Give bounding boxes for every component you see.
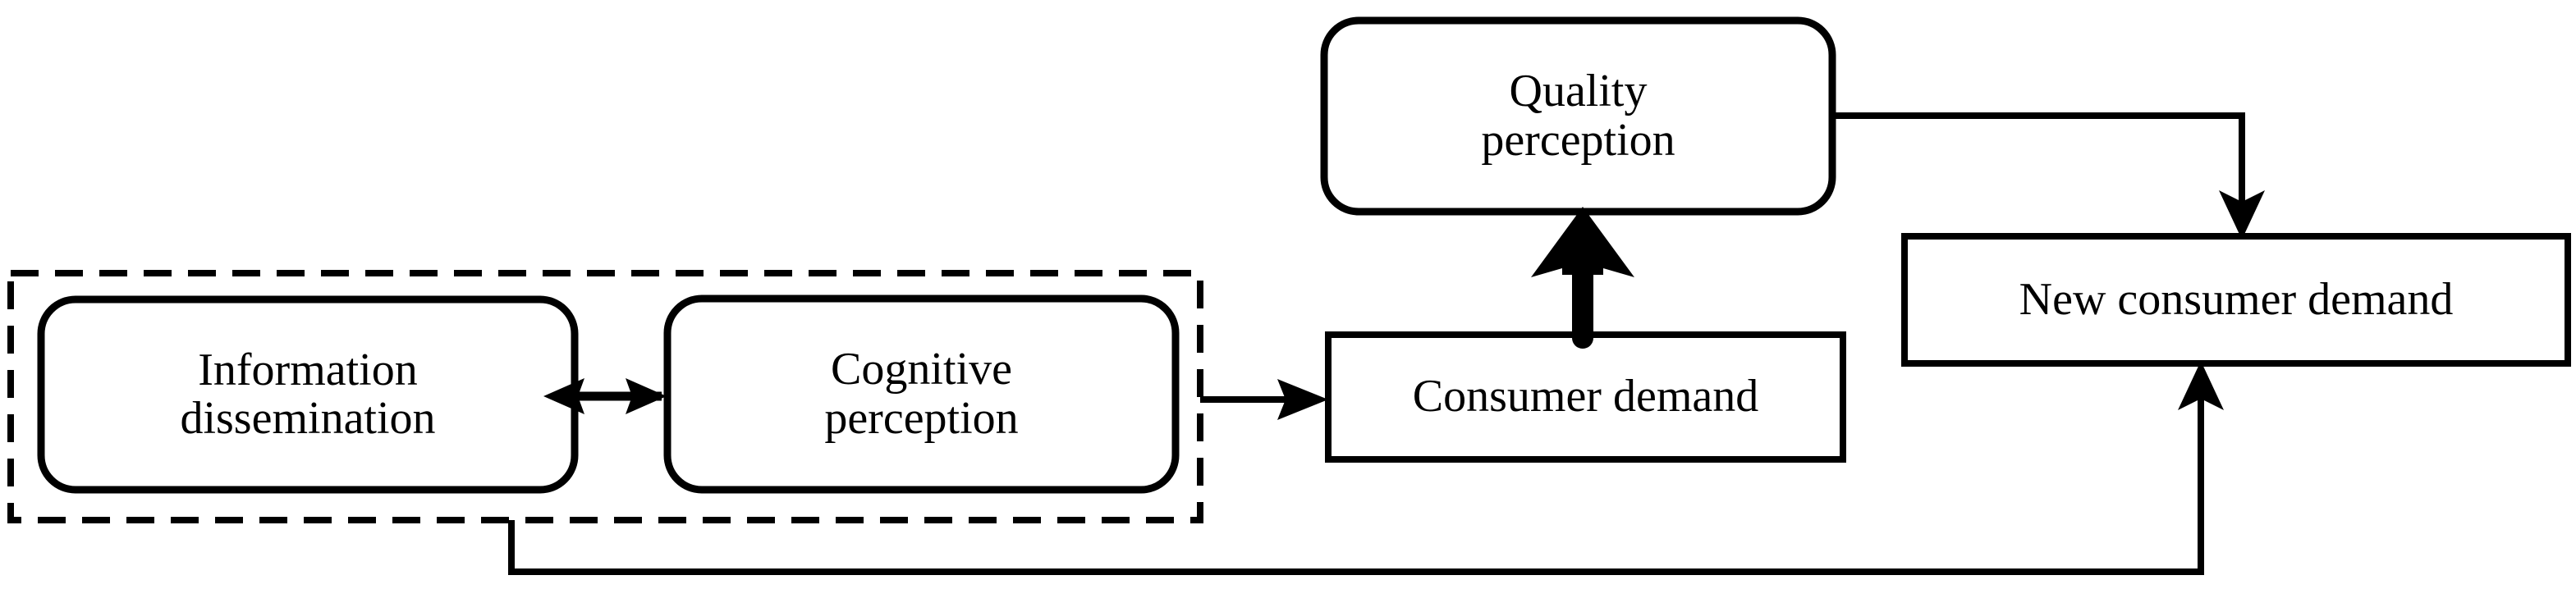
edge-group-feedback-to-new-consumer-demand — [508, 361, 2224, 575]
information-dissemination-box[interactable] — [37, 295, 579, 494]
new-consumer-demand-box[interactable] — [1901, 233, 2571, 367]
edge-quality-perception-to-new-consumer-demand — [1832, 112, 2265, 240]
edge-info-to-cognitive — [543, 378, 667, 414]
quality-perception-box[interactable] — [1320, 16, 1836, 216]
edge-consumer-demand-to-quality-perception — [1531, 207, 1634, 349]
consumer-demand-box[interactable] — [1325, 331, 1846, 463]
cognitive-perception-box[interactable] — [663, 294, 1180, 494]
edge-group-to-consumer-demand — [1200, 379, 1328, 420]
